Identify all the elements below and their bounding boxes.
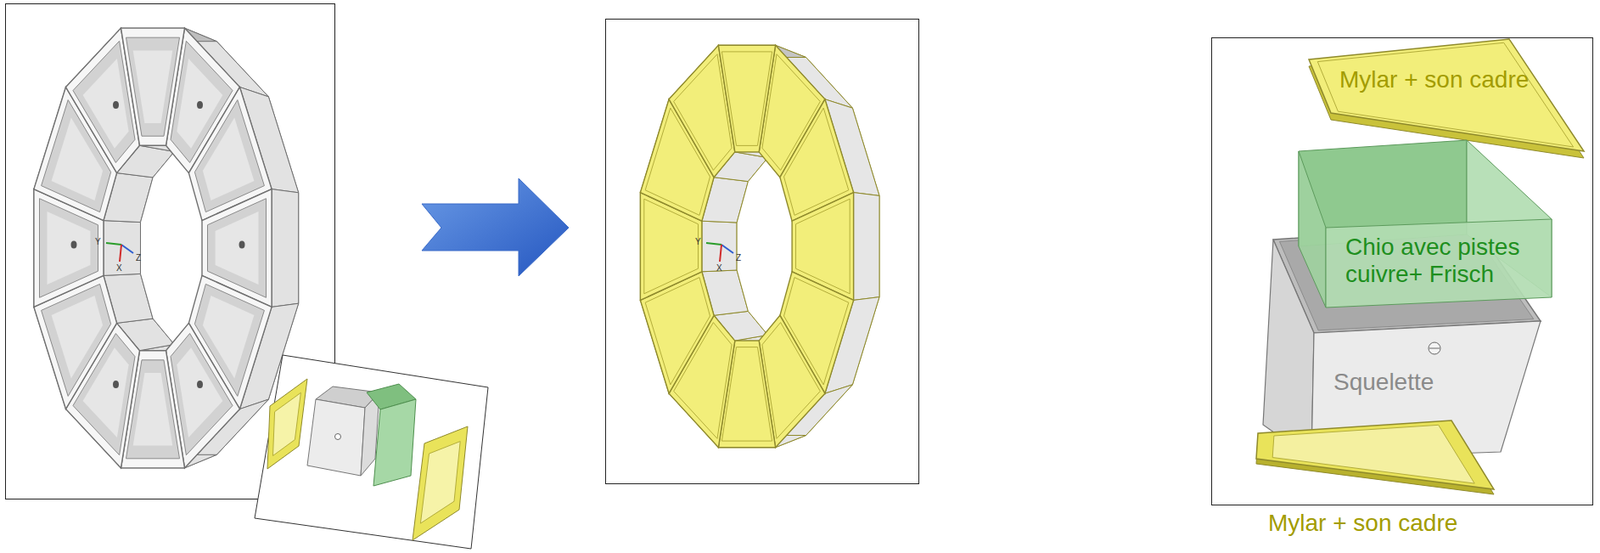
axis-letter: Z [735,252,742,264]
cell-interior [194,100,264,213]
inset-card [254,354,489,549]
screw-hole [1428,342,1441,354]
chamber-front [373,398,416,486]
screw-hole [239,241,246,249]
axis-letter: Y [95,236,102,248]
screw-hole [112,380,119,388]
part-name: Mylar + son cadre [1339,66,1529,94]
axis-x [719,244,722,262]
transition-arrow [421,178,569,276]
mylar-plate [1256,420,1494,489]
detector-cell [121,28,186,146]
axis-y [106,242,122,245]
detector-ring-yellow [640,44,880,447]
screw-hole [70,241,77,249]
skeleton-side [1263,239,1314,459]
axis-letter: X [716,263,723,274]
panel-frame [606,19,920,484]
axis-letter: X [116,263,123,274]
ring-outer-wall [271,189,299,308]
mylar-frame [267,378,308,469]
mylar-frame [412,426,468,540]
mylar-frame-edge [1317,42,1573,147]
cell-interior-light [202,117,255,201]
screw-hole [196,101,203,109]
screw-hole [112,101,119,109]
part-name: Mylar + son cadre [1268,509,1458,537]
axis-y [706,242,722,245]
skeleton-front [307,398,365,476]
inset-exploded-cell [254,354,489,549]
detector-ring-grey [33,28,299,468]
part-name: Chio avec pistes cuivre+ Frisch [1345,233,1550,288]
axis-z [721,244,734,253]
axis-triad [106,242,134,262]
ring-inner-wall [103,220,141,276]
cell-interior-light [133,50,174,124]
cell-interior-light [176,347,223,438]
ring-back [74,41,298,455]
cell-interior-light [215,211,259,285]
mylar-window [420,441,461,524]
mylar-window [1272,424,1475,483]
axis-letter: Y [695,236,702,248]
mylar-frame-edge [721,51,772,146]
screw-hole [335,433,342,440]
cell-interior [41,283,112,396]
cell-interior-light [51,295,104,379]
chamber-front-wall [1325,218,1552,308]
axis-triad [706,242,734,262]
part-name: Squelette [1333,368,1434,396]
axis-z [121,244,134,253]
axis-x [119,244,122,262]
mylar-plate [1308,39,1584,152]
screw-slot [1429,348,1440,349]
detector-cell [718,44,775,152]
ring-outer-wall [853,192,880,301]
cell-interior [126,37,180,136]
cell-interior-light [133,372,174,446]
panel-frame [5,4,336,500]
screw-hole [196,380,203,388]
panel-frame [1212,38,1594,506]
chamber-front-wall [1298,151,1326,308]
axis-letter: Z [135,252,141,264]
cell-interior-light [83,58,130,149]
cell-interior-light [47,211,91,285]
exploded-cell [1256,39,1584,495]
mylar-window [273,392,302,455]
